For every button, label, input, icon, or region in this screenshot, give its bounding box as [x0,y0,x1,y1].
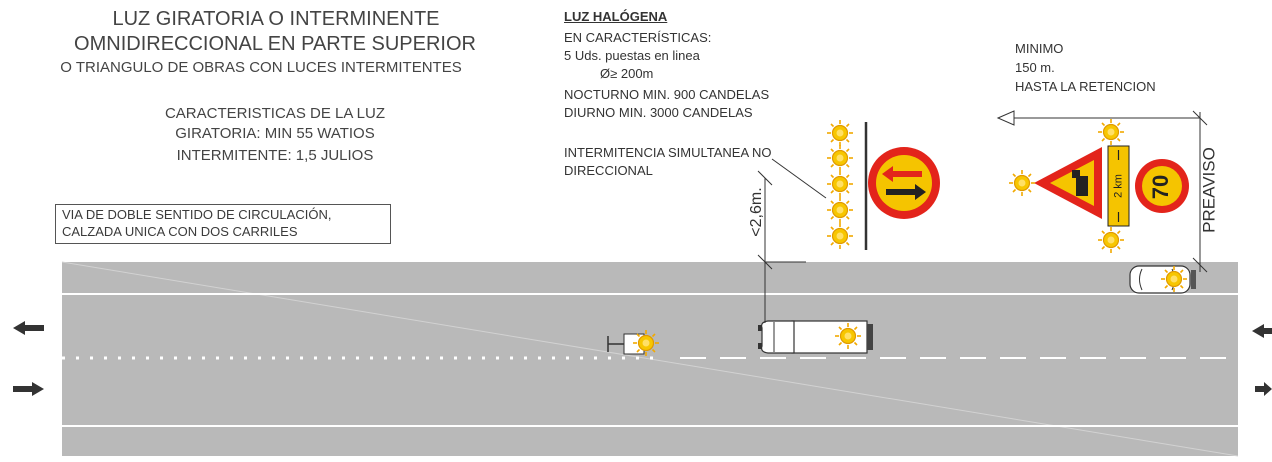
left-arrow-icon [13,321,44,335]
road-description-box: VIA DE DOBLE SENTIDO DE CIRCULACIÓN, CAL… [55,204,391,244]
halogen-light-icon [826,119,854,147]
distance-line-3: HASTA LA RETENCION [1015,79,1156,94]
halogen-line-3: Ø≥ 200m [600,66,654,81]
roadworks-triangle-icon [1008,118,1125,254]
halogen-line-1: EN CARACTERÍSTICAS: [564,30,712,45]
preaviso-label: PREAVISO [1199,147,1218,233]
road-description-line-2: CALZADA UNICA CON DOS CARRILES [62,223,298,239]
height-label: <2,6m. [748,187,765,236]
halogen-light-icon [826,196,854,224]
title-line-1: LUZ GIRATORIA O INTERMINENTE [112,8,440,30]
distance-arrow [996,110,1208,273]
speed-limit-sign-icon: 70 [1135,159,1189,213]
right-arrow-icon [1255,382,1272,396]
halogen-light-icon [826,170,854,198]
flashing-light-icon [1008,169,1036,197]
right-arrow-icon [13,382,44,396]
priority-sign-icon [868,147,940,219]
distance-panel-text: 2 km [1112,174,1124,198]
distance-line-1: MINIMO [1015,41,1064,56]
halogen-line-2: 5 Uds. puestas en linea [564,48,700,63]
light-characteristics-3: INTERMITENTE: 1,5 JULIOS [176,147,374,164]
left-arrow-icon [1252,324,1272,338]
title-line-2: OMNIDIRECCIONAL EN PARTE SUPERIOR [74,33,476,55]
speed-limit-value: 70 [1148,175,1173,199]
light-characteristics-2: GIRATORIA: MIN 55 WATIOS [175,125,375,142]
halogen-light-icon [826,222,854,250]
road-description-line-1: VIA DE DOBLE SENTIDO DE CIRCULACIÓN, [62,207,332,222]
halogen-line-5: DIURNO MIN. 3000 CANDELAS [564,105,753,120]
distance-panel: 2 km [1107,145,1130,227]
work-truck [758,320,873,354]
note-leader-line [771,158,827,199]
halogen-light-icon [826,144,854,172]
flashing-light-icon [1097,118,1125,146]
title-line-3: O TRIANGULO DE OBRAS CON LUCES INTERMITE… [60,59,462,76]
halogen-heading: LUZ HALÓGENA [564,9,668,24]
signal-car [1129,265,1196,294]
halogen-light-column [826,119,868,250]
height-dimension [757,170,806,323]
halogen-line-4: NOCTURNO MIN. 900 CANDELAS [564,87,770,102]
halogen-line-7: DIRECCIONAL [564,163,653,178]
halogen-line-6: INTERMITENCIA SIMULTANEA NO [564,145,772,160]
light-characteristics-1: CARACTERISTICAS DE LA LUZ [164,105,386,122]
distance-line-2: 150 m. [1015,60,1055,75]
light-trailer [607,329,660,357]
flashing-light-icon [1097,226,1125,254]
